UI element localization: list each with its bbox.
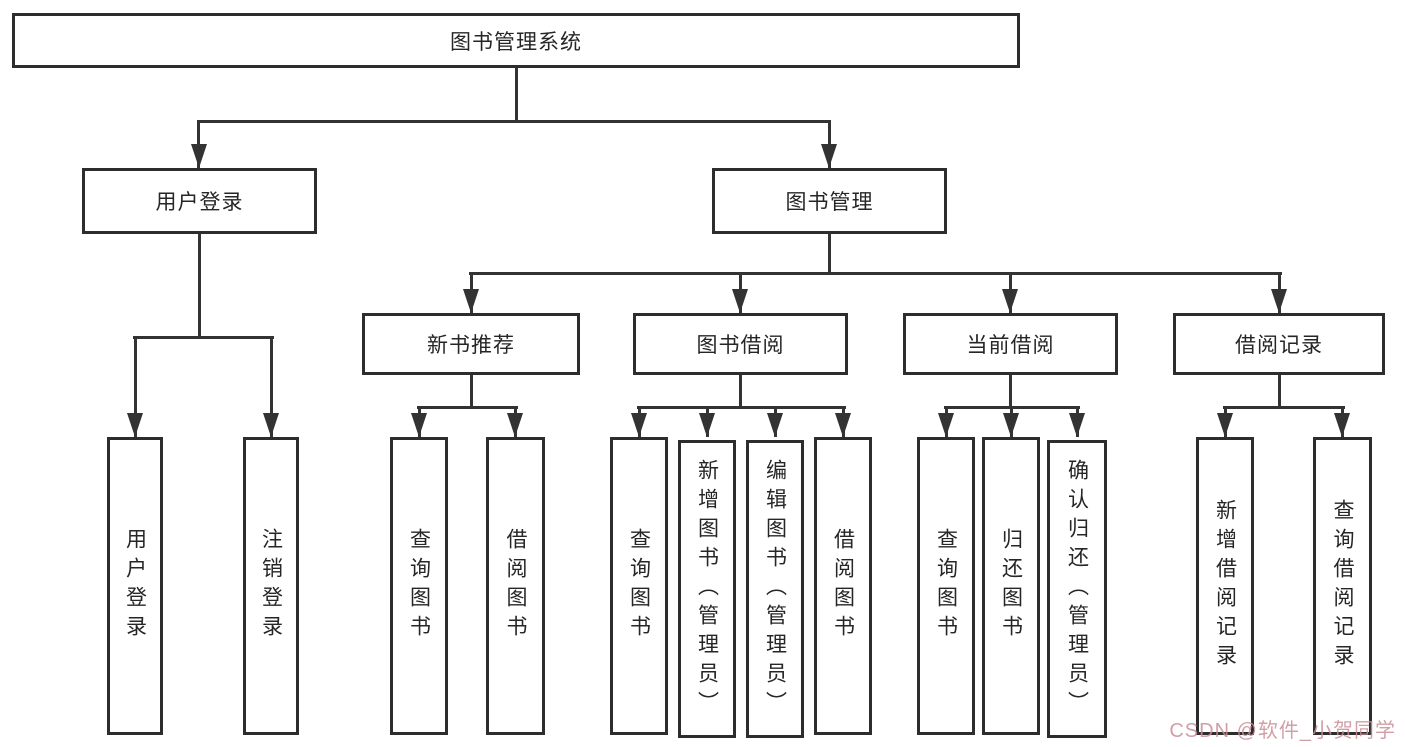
node-library-management-system-label: 图书管理系统 [450, 30, 582, 54]
arrow-down-icon [1069, 413, 1085, 437]
csdn-watermark: CSDN @软件_小贺同学 [1169, 720, 1396, 742]
node-leaf-br-add-record: 新增借阅记录 [1196, 437, 1254, 735]
arrow-down-icon [463, 289, 479, 313]
node-borrowing-records-label: 借阅记录 [1235, 334, 1323, 357]
node-current-borrowing: 当前借阅 [903, 313, 1118, 375]
arrow-down-icon [411, 413, 427, 437]
node-leaf-bb-query-books: 查询图书 [610, 437, 668, 735]
arrow-down-icon [1271, 289, 1287, 313]
node-leaf-bb-borrow-books-label: 借阅图书 [831, 528, 855, 644]
arrow-down-icon [1334, 413, 1350, 437]
user-login-branch-stem-line [198, 234, 201, 339]
node-leaf-cb-query-books: 查询图书 [917, 437, 975, 735]
arrow-down-icon [631, 413, 647, 437]
node-leaf-bb-query-books-label: 查询图书 [627, 528, 651, 644]
borrowing-records-hline [1223, 406, 1345, 409]
arrow-down-icon [1003, 413, 1019, 437]
arrow-down-icon [767, 413, 783, 437]
node-leaf-nbr-borrow-books: 借阅图书 [486, 437, 545, 735]
node-leaf-cb-confirm-return-admin-label: 确认归还（管理员） [1065, 458, 1089, 720]
arrow-down-icon [1217, 413, 1233, 437]
arrow-down-icon [732, 289, 748, 313]
arrow-down-icon [835, 413, 851, 437]
node-borrowing-records: 借阅记录 [1173, 313, 1385, 375]
node-leaf-bb-add-books-admin-label: 新增图书（管理员） [695, 458, 719, 720]
book-management-branch-hline [469, 272, 1282, 275]
node-book-borrowing-label: 图书借阅 [696, 334, 785, 357]
book-borrowing-hline [637, 406, 846, 409]
user-login-to-leaf2-line [270, 336, 273, 437]
book-borrowing-stem-line [739, 375, 742, 409]
node-leaf-bb-borrow-books: 借阅图书 [814, 437, 872, 735]
new-book-recommend-hline [417, 406, 518, 409]
node-leaf-logout: 注销登录 [243, 437, 299, 735]
arrow-down-icon [507, 413, 523, 437]
node-leaf-bb-edit-books-admin: 编辑图书（管理员） [746, 440, 804, 738]
node-leaf-bb-edit-books-admin-label: 编辑图书（管理员） [763, 458, 787, 720]
node-library-management-system: 图书管理系统 [12, 13, 1020, 68]
node-leaf-bb-add-books-admin: 新增图书（管理员） [678, 440, 736, 738]
node-leaf-br-query-record: 查询借阅记录 [1313, 437, 1372, 735]
node-leaf-nbr-query-books: 查询图书 [390, 437, 448, 735]
node-user-login: 用户登录 [82, 168, 317, 234]
root-branch-stem-line [515, 68, 518, 123]
node-leaf-br-query-record-label: 查询借阅记录 [1331, 499, 1354, 673]
node-current-borrowing-label: 当前借阅 [966, 334, 1055, 357]
borrowing-records-stem-line [1278, 375, 1281, 409]
node-leaf-nbr-borrow-books-label: 借阅图书 [504, 528, 527, 644]
node-book-borrowing: 图书借阅 [633, 313, 848, 375]
node-leaf-cb-return-books: 归还图书 [982, 437, 1040, 735]
arrow-down-icon [821, 144, 837, 168]
node-leaf-cb-return-books-label: 归还图书 [999, 528, 1023, 644]
arrow-down-icon [699, 413, 715, 437]
new-book-recommend-stem-line [470, 375, 473, 409]
node-leaf-nbr-query-books-label: 查询图书 [407, 528, 431, 644]
node-book-management: 图书管理 [712, 168, 947, 234]
arrow-down-icon [263, 413, 279, 437]
node-leaf-user-login-label: 用户登录 [123, 528, 147, 644]
current-borrowing-stem-line [1009, 375, 1012, 409]
node-new-book-recommend: 新书推荐 [362, 313, 580, 375]
book-management-branch-stem-line [828, 234, 831, 275]
node-leaf-cb-query-books-label: 查询图书 [934, 528, 958, 644]
root-branch-hline [197, 120, 831, 123]
user-login-to-leaf1-line [134, 336, 137, 437]
arrow-down-icon [938, 413, 954, 437]
node-leaf-logout-label: 注销登录 [259, 528, 283, 644]
node-leaf-cb-confirm-return-admin: 确认归还（管理员） [1047, 440, 1107, 738]
arrow-down-icon [1002, 289, 1018, 313]
node-new-book-recommend-label: 新书推荐 [427, 334, 515, 357]
node-book-management-label: 图书管理 [785, 191, 874, 214]
node-leaf-br-add-record-label: 新增借阅记录 [1213, 499, 1237, 673]
arrow-down-icon [127, 413, 143, 437]
user-login-branch-hline [133, 336, 274, 339]
node-user-login-label: 用户登录 [155, 191, 244, 214]
node-leaf-user-login: 用户登录 [107, 437, 163, 735]
arrow-down-icon [191, 144, 207, 168]
